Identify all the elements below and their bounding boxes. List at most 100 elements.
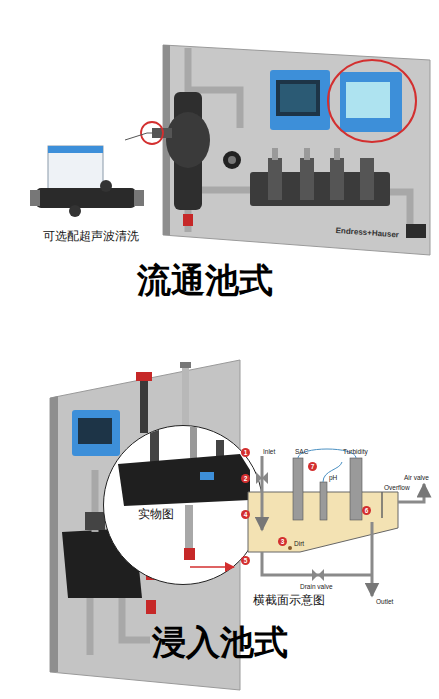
ultrasonic-module — [134, 190, 144, 206]
mounting-panel: Endress+Hauser — [160, 42, 432, 258]
flow-cell-chamber — [228, 156, 236, 164]
logo-block — [406, 224, 426, 238]
ultrasonic-module — [48, 146, 103, 153]
cross-section — [371, 522, 374, 596]
part-label: Overflow — [384, 484, 410, 491]
ultrasonic-module — [30, 190, 40, 206]
sensor-rods — [140, 378, 148, 433]
sensor-block — [268, 158, 282, 200]
flow-cell-chamber — [174, 92, 202, 210]
controller-unit — [78, 418, 112, 444]
caption-text: 横截面示意图 — [253, 594, 373, 608]
flow-cell-chamber — [152, 128, 172, 138]
sensor-block — [360, 158, 374, 200]
cross-section — [320, 482, 327, 520]
magnifier-circle: 实物图 — [103, 425, 263, 585]
magnified-tank — [200, 472, 214, 480]
cross-section — [293, 458, 303, 520]
cross-section — [381, 492, 383, 518]
controller-unit — [340, 72, 402, 132]
magnified-tank — [118, 454, 250, 506]
controller-unit — [72, 410, 120, 456]
ultrasonic-module — [48, 146, 103, 192]
part-label: pH — [329, 474, 337, 481]
part-label: Dirt — [294, 540, 304, 547]
pointer-arrow — [190, 566, 234, 568]
immersion-panel — [50, 360, 240, 690]
flow-cell-chamber — [223, 151, 241, 169]
immersion-tank — [146, 600, 156, 614]
flow-cell-chamber — [152, 92, 241, 210]
ultrasonic-module — [100, 180, 112, 192]
highlight-ellipse — [328, 60, 416, 142]
cross-section — [256, 472, 268, 484]
sensor-block — [272, 148, 278, 160]
ultrasonic-module — [30, 146, 144, 217]
magnified-tank — [150, 426, 159, 466]
part-label: Drain valve — [300, 583, 333, 590]
sensor-block — [330, 158, 344, 200]
red-valve — [183, 214, 193, 226]
caption-text: 可选配超声波清洗 — [30, 230, 152, 244]
part-label: Inlet — [263, 448, 275, 455]
immersion-panel — [50, 360, 240, 690]
pipework — [388, 192, 410, 230]
immersion-tank — [122, 598, 150, 640]
part-label: SAC — [295, 448, 308, 455]
sensor-rods — [182, 366, 189, 428]
magnified-tank — [184, 548, 195, 560]
immersion-tank — [146, 566, 156, 580]
sensor-block — [250, 148, 390, 206]
part-label: Air valve — [404, 474, 429, 481]
pipework — [200, 187, 252, 194]
sensor-block — [250, 172, 390, 206]
controller-unit — [270, 70, 330, 130]
brand-text: Endress+Hauser — [335, 226, 425, 241]
panel-plate — [163, 45, 430, 255]
callout-number: 5 — [241, 556, 250, 565]
figure-box: 可选配超声波清洗 — [30, 140, 152, 248]
immersion-tank — [62, 528, 142, 598]
immersion-panel — [50, 396, 58, 672]
controller-unit — [346, 82, 390, 118]
panel-edge — [163, 45, 170, 235]
cross-section — [248, 449, 424, 596]
ultrasonic-module — [69, 205, 81, 217]
immersion-tank — [62, 470, 156, 655]
section-title: 浸入池式 — [95, 624, 345, 661]
cross-section — [298, 449, 356, 458]
callout-circle — [141, 122, 163, 144]
cross-section — [248, 492, 398, 552]
highlight-ellipse — [328, 60, 416, 142]
pipework — [188, 48, 240, 128]
callout-number: 7 — [308, 462, 317, 471]
sensor-rods — [136, 372, 152, 381]
leader-line — [125, 133, 160, 140]
controller-unit — [280, 84, 316, 112]
controller-unit — [72, 410, 120, 456]
immersion-tank — [85, 512, 105, 530]
immersion-tank — [87, 598, 94, 655]
cross-section — [288, 546, 292, 550]
flow-cell-chamber — [166, 112, 210, 168]
part-label: Outlet — [376, 598, 393, 605]
cross-section — [261, 456, 264, 530]
magnified-tank — [216, 440, 224, 464]
magnified-tank — [118, 424, 250, 560]
callout-number: 1 — [241, 448, 250, 457]
caption-text: 实物图 — [138, 508, 198, 522]
cross-section — [262, 552, 372, 575]
pipework — [188, 48, 410, 232]
callout-number: 2 — [241, 474, 250, 483]
immersion-tank — [92, 470, 99, 532]
pipework — [185, 208, 192, 232]
sensor-block — [304, 148, 310, 160]
controller-unit — [270, 70, 330, 130]
magnified-tank — [190, 424, 197, 458]
sensor-rods — [180, 362, 191, 368]
